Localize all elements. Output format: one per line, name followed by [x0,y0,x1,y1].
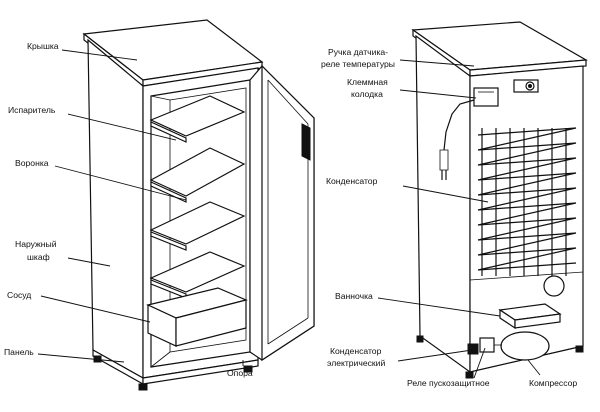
label-evaporator: Испаритель [8,105,56,115]
label-thermostat-line1: Ручка датчика- [328,47,388,57]
terminal-block [439,87,499,180]
label-vessel: Сосуд [7,290,31,300]
vessel-container [146,287,248,347]
label-support: Опора [227,368,253,378]
supports [93,355,253,391]
thermostat-knob [513,79,539,93]
shelves [149,95,246,299]
door-handle [301,123,311,161]
label-capacitor-line2: электрический [327,358,385,368]
label-lid: Крышка [27,41,59,51]
label-terminal-line2: колодка [351,89,383,99]
label-capacitor-line1: Конденсатор [330,346,382,356]
label-outer-cabinet-line2: шкаф [27,252,50,262]
label-start-relay: Реле пускозащитное [407,378,490,388]
label-compressor: Компрессор [529,378,577,388]
label-tray: Ванночка [335,291,373,301]
condenser-coil [477,127,577,276]
relay-and-capacitor [467,337,502,355]
tray [498,303,562,330]
door [249,64,315,362]
outer-cabinet-side [87,38,144,380]
leader-lines [37,49,541,379]
label-panel: Панель [4,347,34,357]
label-funnel: Воронка [15,158,49,168]
label-condenser: Конденсатор [326,176,378,186]
label-outer-cabinet-line1: Наружный [15,239,57,249]
labels: Крышка Испаритель Воронка Наружный шкаф … [4,41,577,388]
label-terminal-line1: Клеммная [347,77,388,87]
label-thermostat-line2: реле температуры [321,59,395,69]
compressor-unit [500,275,565,361]
rear-view-refrigerator [411,21,588,379]
front-view-refrigerator [82,19,315,391]
